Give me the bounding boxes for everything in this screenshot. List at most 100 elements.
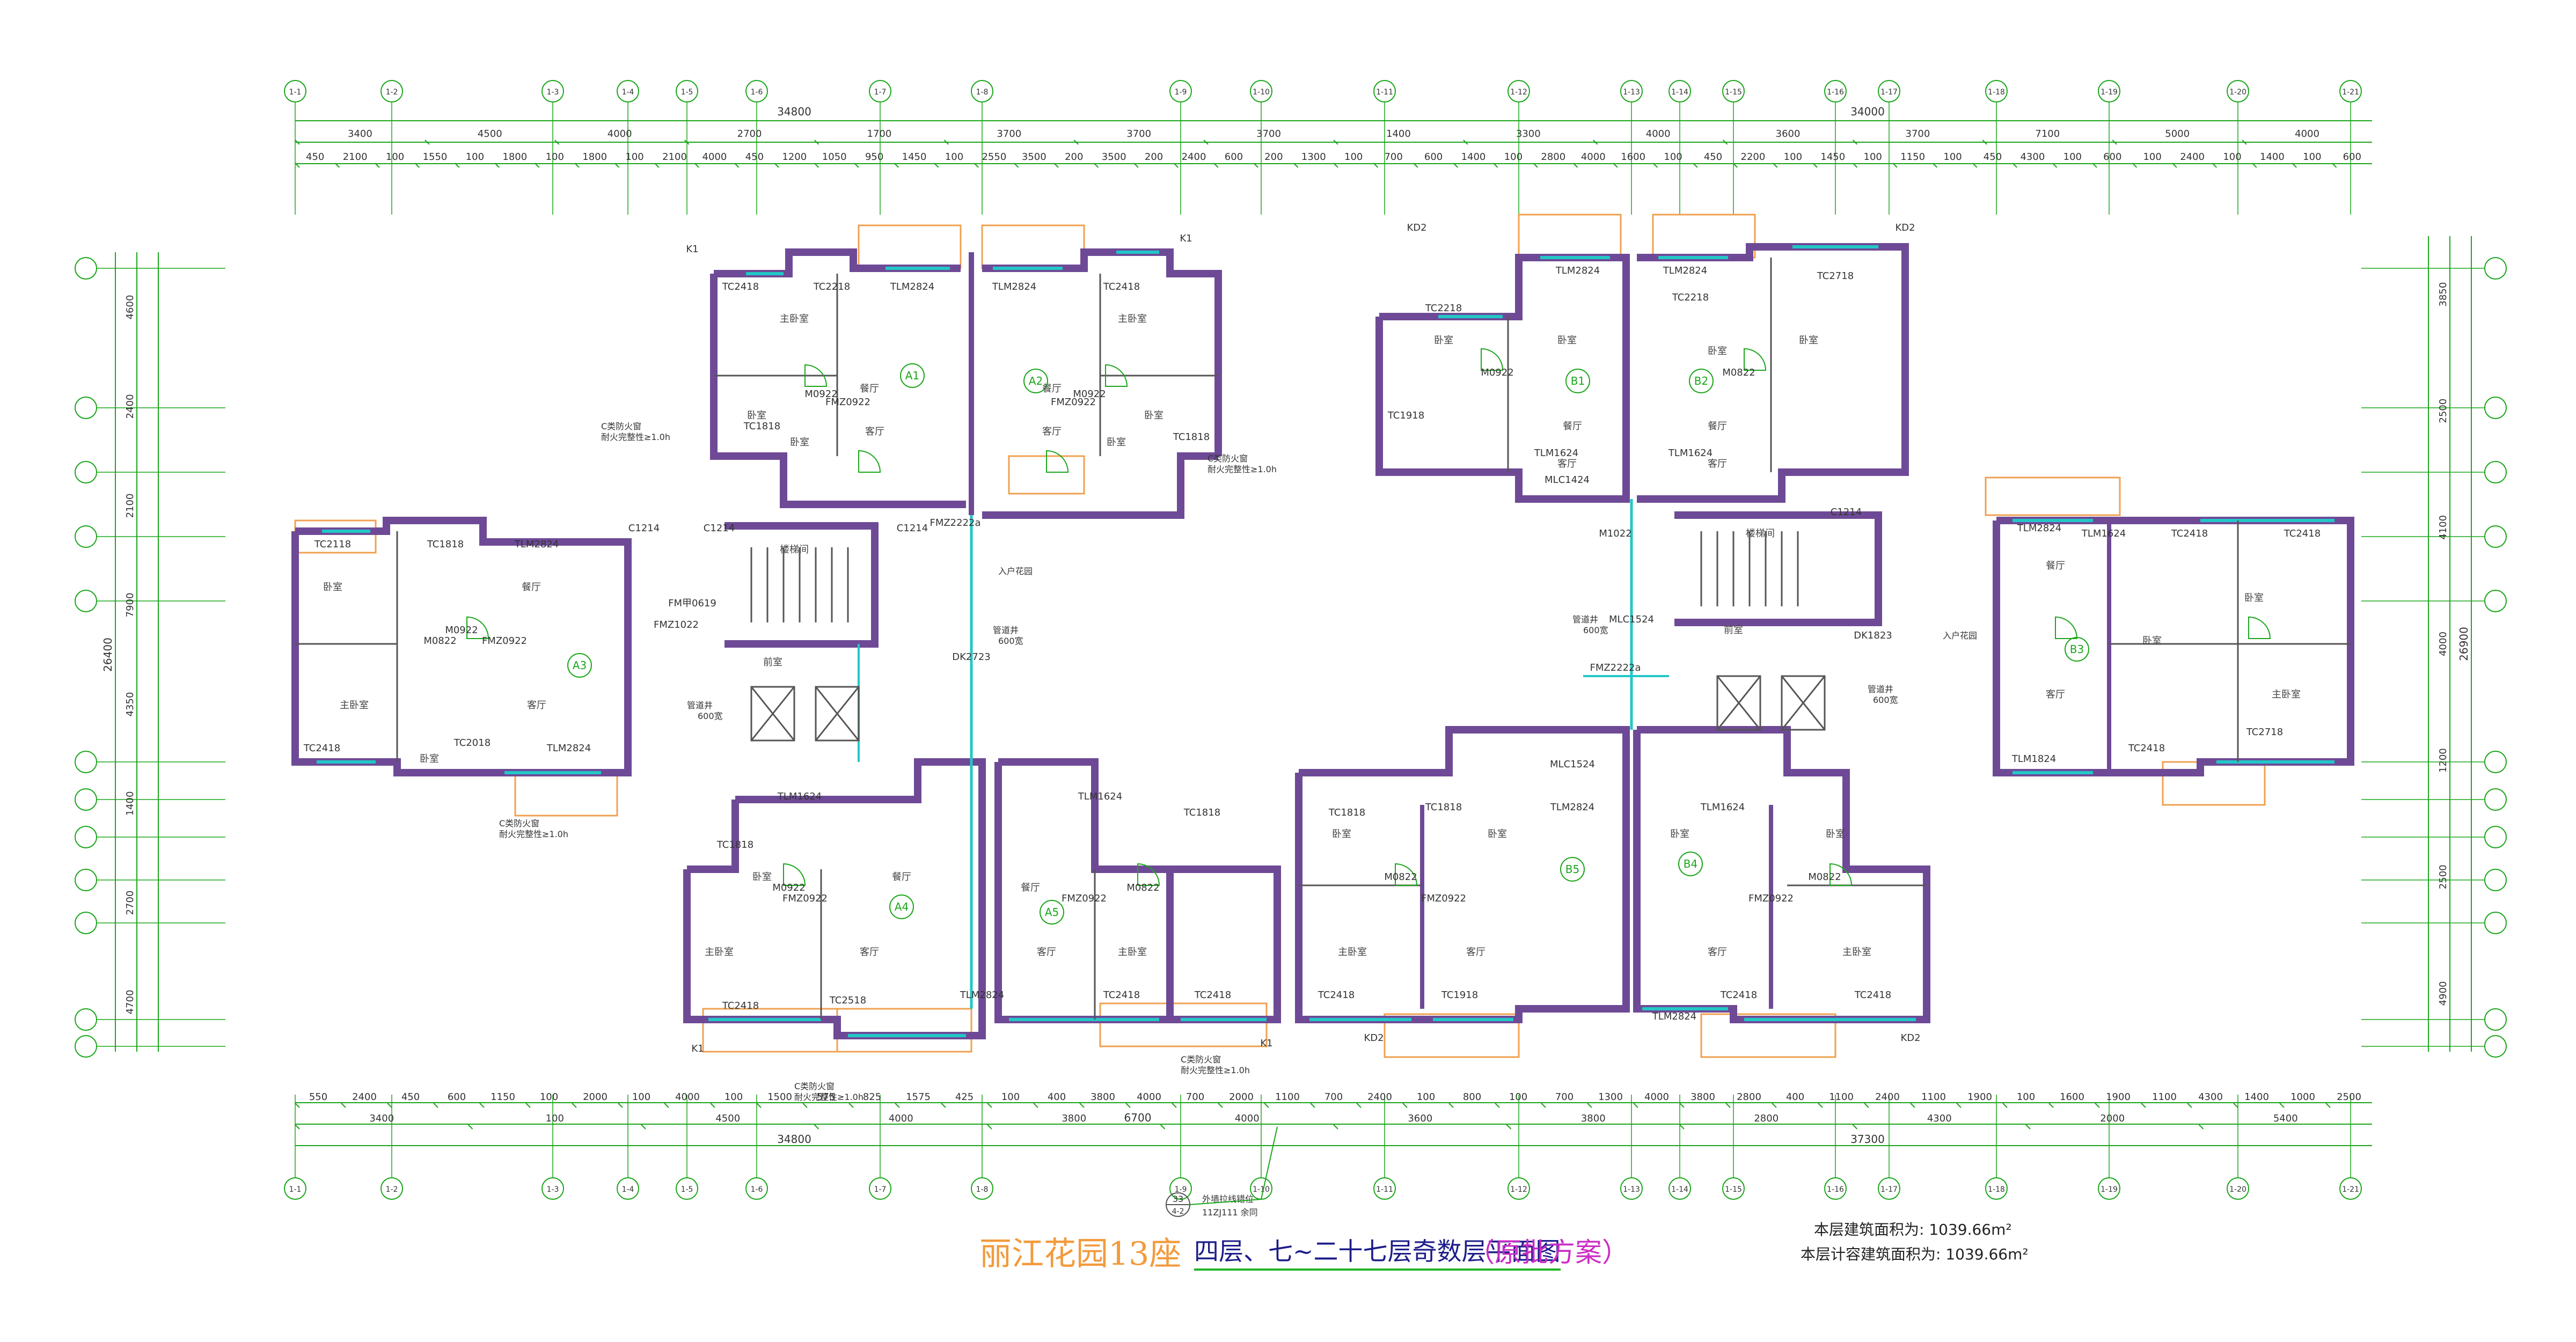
dim-total: 34800 bbox=[777, 105, 811, 118]
opening-code: FMZ0922 bbox=[1748, 893, 1794, 904]
drawing-title: 丽江花园13座 bbox=[979, 1235, 1182, 1273]
dim-bottom-1: 100 bbox=[1001, 1091, 1020, 1103]
dim-tick bbox=[2325, 1103, 2331, 1108]
annotation-note: C类防火窗 bbox=[499, 818, 539, 828]
axis-bubble bbox=[1373, 80, 1396, 102]
axis-label: 1-15 bbox=[1725, 1185, 1742, 1194]
door-swing bbox=[2055, 616, 2078, 639]
axis-label: 1-8 bbox=[976, 1185, 989, 1194]
dim-tick bbox=[1333, 163, 1338, 168]
door-swing bbox=[1481, 348, 1504, 371]
dim-bottom-2: 2000 bbox=[2100, 1113, 2125, 1124]
dim-top-2: 2100 bbox=[343, 151, 368, 163]
axis-bubble bbox=[971, 1177, 993, 1200]
dim-top-1: 3700 bbox=[1126, 128, 1151, 140]
opening-code: TLM2824 bbox=[2017, 523, 2061, 534]
axis-bubble bbox=[1373, 1177, 1396, 1200]
opening-code: TC1818 bbox=[1328, 807, 1365, 818]
dim-tick bbox=[1333, 140, 1338, 145]
dim-top-2: 1300 bbox=[1301, 151, 1326, 163]
dim-tick bbox=[1932, 163, 1938, 168]
dim-top-2: 600 bbox=[1225, 151, 1243, 163]
dim-bottom-1: 1100 bbox=[1829, 1091, 1854, 1103]
axis-label: 1-2 bbox=[386, 1185, 398, 1194]
dim-top-2: 2800 bbox=[1541, 151, 1565, 163]
opening-code: TC2418 bbox=[722, 1000, 759, 1011]
room-label-bedroom: 卧室 bbox=[2244, 592, 2264, 604]
dim-tick bbox=[1852, 1124, 1858, 1130]
dim-top-1: 4000 bbox=[2295, 128, 2319, 140]
dim-top-2: 1050 bbox=[822, 151, 847, 163]
dim-bottom-2: 4500 bbox=[715, 1113, 740, 1124]
annotation-note: 管道井 bbox=[687, 700, 713, 710]
opening-code: TC2718 bbox=[2246, 727, 2283, 738]
dim-top-2: 4000 bbox=[1581, 151, 1606, 163]
unit-tag: A4 bbox=[895, 900, 909, 913]
axis-label: 1-21 bbox=[2342, 1185, 2359, 1194]
opening-code: M0922 bbox=[1073, 388, 1106, 400]
dim-tick bbox=[895, 1103, 900, 1108]
axis-bubble bbox=[284, 1177, 306, 1200]
dim-bottom-1: 2800 bbox=[1737, 1091, 1761, 1103]
opening-code: M0922 bbox=[1481, 367, 1513, 378]
dim-tick bbox=[2212, 163, 2218, 168]
dim-tick bbox=[654, 163, 660, 168]
dim-tick bbox=[1772, 1103, 1777, 1108]
annotation-note: 耐火完整性≥1.0h bbox=[1208, 464, 1277, 474]
dim-tick bbox=[2002, 1103, 2008, 1108]
dim-tick bbox=[2132, 163, 2138, 168]
dim-bottom-1: 100 bbox=[2017, 1091, 2035, 1103]
dim-tick bbox=[1506, 1124, 1512, 1130]
dim-top-2: 1450 bbox=[902, 151, 927, 163]
opening-code: M0922 bbox=[772, 882, 805, 893]
annotation-note: 600宽 bbox=[698, 711, 723, 721]
dim-tick bbox=[2292, 163, 2297, 168]
dim-top-2: 1200 bbox=[782, 151, 807, 163]
dim-left: 4700 bbox=[125, 990, 136, 1015]
axis-label: 1-11 bbox=[1376, 1185, 1393, 1194]
dim-bottom-2: 3800 bbox=[1581, 1113, 1606, 1124]
dim-top-1: 4000 bbox=[608, 128, 632, 140]
opening-code: FMZ0922 bbox=[482, 635, 527, 647]
opening-code: DK1823 bbox=[1854, 630, 1892, 641]
dim-tick bbox=[2252, 163, 2257, 168]
dim-top-2: 200 bbox=[1145, 151, 1163, 163]
dim-top-2: 200 bbox=[1065, 151, 1083, 163]
opening-code: TC2118 bbox=[314, 539, 351, 550]
room-label-living: 客厅 bbox=[860, 947, 879, 958]
axis-label: 1-2 bbox=[386, 88, 398, 97]
opening-code: M0922 bbox=[445, 625, 478, 636]
dim-top-1: 1400 bbox=[1386, 128, 1411, 140]
dim-bottom-1: 800 bbox=[1463, 1091, 1481, 1103]
dim-tick bbox=[2279, 1103, 2285, 1108]
axis-bubble bbox=[1722, 1177, 1745, 1200]
detail-ref-sheet: 4-2 bbox=[1172, 1207, 1184, 1216]
dim-bottom-1: 100 bbox=[632, 1091, 650, 1103]
dim-top-2: 100 bbox=[466, 151, 484, 163]
dim-tick bbox=[684, 140, 690, 145]
dim-tick bbox=[2172, 163, 2177, 168]
axis-bubble bbox=[1824, 80, 1847, 102]
dim-top-2: 600 bbox=[2103, 151, 2121, 163]
axis-bubble bbox=[2098, 1177, 2120, 1200]
axis-label: 1-19 bbox=[2101, 88, 2118, 97]
opening-code: TLM1624 bbox=[2081, 528, 2126, 539]
opening-code: M0822 bbox=[1808, 871, 1841, 883]
dim-tick bbox=[479, 1103, 485, 1108]
dim-bottom-2: 100 bbox=[546, 1113, 564, 1124]
far-area: 本层计容建筑面积为: 1039.66m² bbox=[1801, 1245, 2029, 1263]
room-label-master: 主卧室 bbox=[1842, 947, 1871, 958]
dim-right: 4900 bbox=[2438, 981, 2449, 1006]
axis-label: 1-6 bbox=[751, 1185, 763, 1194]
axis-label: 1-13 bbox=[1623, 1185, 1640, 1194]
dim-bottom-1: 575 bbox=[817, 1091, 835, 1103]
opening-code: TC2018 bbox=[453, 737, 491, 749]
dim-left: 2700 bbox=[125, 891, 136, 915]
dim-bottom-2: 3400 bbox=[369, 1113, 394, 1124]
room-label-bedroom: 卧室 bbox=[1799, 335, 1818, 346]
annotation-note: 600宽 bbox=[1873, 695, 1898, 705]
axis-bubbles: 1-11-11-21-21-31-31-41-41-51-51-61-61-71… bbox=[75, 80, 2507, 1200]
axis-label: 1-4 bbox=[622, 88, 634, 97]
room-label-bedroom: 卧室 bbox=[1708, 346, 1727, 357]
